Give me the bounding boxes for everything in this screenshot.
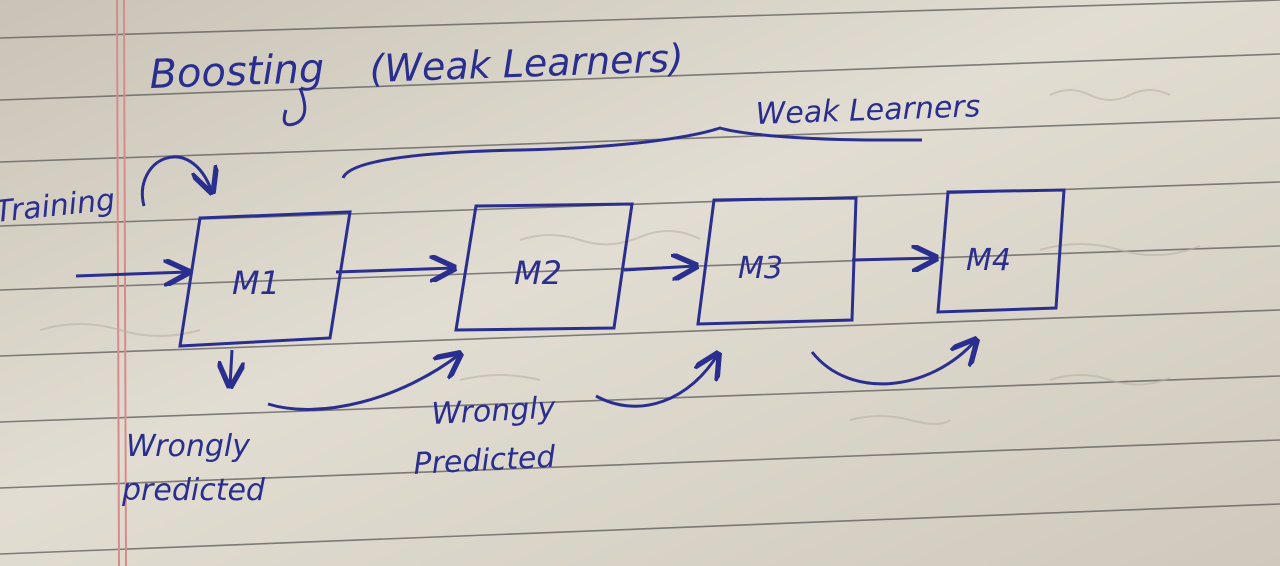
down-arrow-m1 (230, 349, 232, 386)
wrongly-predicted-2-line1: Wrongly (431, 390, 558, 432)
arrow-m3-m4 (851, 258, 936, 260)
model-label-m3: M3 (738, 251, 783, 286)
model-label-m1: M1 (232, 264, 280, 302)
model-box-m4: M4 (936, 188, 1066, 314)
curve-arrow-to-m4 (810, 340, 976, 386)
wrongly-predicted-1-line2: predicted (121, 473, 266, 508)
loop-arrow (140, 155, 212, 207)
margin-line (116, 0, 127, 566)
title-flourish (282, 87, 307, 127)
diagram-title: Boosting (149, 46, 325, 98)
curve-arrow-to-m3 (595, 354, 718, 408)
wrongly-predicted-2-line2: Predicted (413, 440, 558, 482)
model-box-m1: M1 (178, 210, 352, 348)
diagram-title-paren: (Weak Learners) (369, 36, 685, 91)
weak-learners-brace (341, 126, 922, 179)
training-arrow (75, 272, 188, 276)
arrow-m1-m2 (335, 268, 454, 272)
model-label-m4: M4 (966, 243, 1011, 278)
model-box-m3: M3 (696, 196, 858, 326)
wrongly-predicted-1-line1: Wrongly (126, 429, 251, 464)
brace-label: Weak Learners (755, 89, 981, 132)
model-label-m2: M2 (514, 254, 562, 292)
arrow-m2-m3 (623, 266, 696, 270)
model-box-m2: M2 (454, 202, 634, 332)
bleed-through (39, 89, 1201, 425)
curve-arrow-to-m2 (267, 354, 460, 411)
